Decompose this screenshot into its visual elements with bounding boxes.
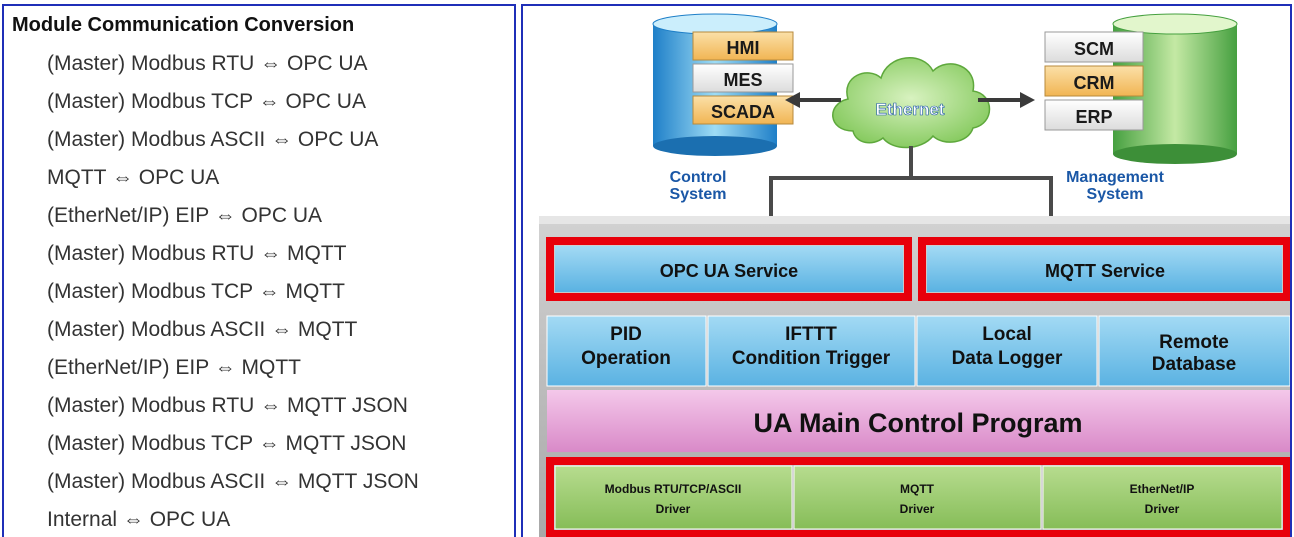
svg-text:MQTT Service: MQTT Service <box>1045 261 1165 281</box>
remote-database-block: Remote Database <box>1098 315 1290 387</box>
modbus-driver-block: Modbus RTU/TCP/ASCII Driver <box>554 465 793 530</box>
ethernet-arrow-left-icon <box>785 92 841 108</box>
conversion-item: (Master) Modbus ASCII ⇔ MQTT <box>47 318 358 341</box>
svg-text:CRM: CRM <box>1074 73 1115 93</box>
conversion-list-title: Module Communication Conversion <box>12 14 355 36</box>
conversion-item: (EtherNet/IP) EIP ⇔ OPC UA <box>47 204 323 227</box>
local-data-logger-block: Local Data Logger <box>916 315 1098 387</box>
drivers-highlight <box>546 457 1290 537</box>
svg-text:SCADA: SCADA <box>711 102 775 122</box>
conversion-item: Internal ⇔ OPC UA <box>47 508 231 531</box>
ethernet-arrow-right-icon <box>978 92 1035 108</box>
svg-text:ERP: ERP <box>1075 107 1112 127</box>
svg-text:Remote: Remote <box>1159 332 1229 353</box>
conversion-item: (Master) Modbus RTU ⇔ MQTT <box>47 242 347 265</box>
svg-text:UA Main Control Program: UA Main Control Program <box>753 408 1082 438</box>
svg-text:Driver: Driver <box>900 502 935 516</box>
network-connector-lines <box>769 146 1053 218</box>
svg-text:MQTT: MQTT <box>900 482 935 496</box>
opc-ua-service-highlight <box>546 237 912 301</box>
mqtt-service-block: MQTT Service <box>927 246 1282 292</box>
ua-main-control-program-block: UA Main Control Program <box>547 390 1290 452</box>
conversion-item: (Master) Modbus TCP ⇔ MQTT JSON <box>47 432 407 455</box>
svg-text:Database: Database <box>1152 354 1237 375</box>
management-stack-item-crm: CRM <box>1044 65 1144 97</box>
management-system-label-line1: Management <box>1066 169 1164 186</box>
control-system-label-line2: System <box>670 186 727 203</box>
conversion-item: (Master) Modbus TCP ⇔ MQTT <box>47 280 345 303</box>
svg-text:Data Logger: Data Logger <box>952 348 1063 369</box>
svg-text:SCM: SCM <box>1074 39 1114 59</box>
ifttt-condition-trigger-block: IFTTT Condition Trigger <box>707 315 916 387</box>
control-system-label-line1: Control <box>670 169 727 186</box>
svg-text:MES: MES <box>723 70 762 90</box>
ethernet-ip-driver-block: EtherNet/IP Driver <box>1042 465 1283 530</box>
architecture-diagram-panel: HMI MES SCADA Control System SCM CRM ERP… <box>521 4 1292 537</box>
opc-ua-service-block: OPC UA Service <box>555 246 903 292</box>
svg-text:OPC UA Service: OPC UA Service <box>660 261 798 281</box>
control-stack-item-hmi: HMI <box>692 31 794 61</box>
control-stack-item-scada: SCADA <box>692 95 794 125</box>
svg-text:Condition Trigger: Condition Trigger <box>732 348 891 369</box>
svg-text:IFTTT: IFTTT <box>785 324 837 345</box>
management-stack-item-erp: ERP <box>1044 99 1144 131</box>
svg-text:Modbus RTU/TCP/ASCII: Modbus RTU/TCP/ASCII <box>605 482 742 496</box>
architecture-diagram: HMI MES SCADA Control System SCM CRM ERP… <box>539 13 1290 537</box>
management-stack-item-scm: SCM <box>1044 31 1144 63</box>
pid-operation-block: PID Operation <box>546 315 707 387</box>
svg-text:Driver: Driver <box>656 502 691 516</box>
ethernet-cloud-icon: Ethernet <box>832 57 991 149</box>
conversion-item: (EtherNet/IP) EIP ⇔ MQTT <box>47 356 301 379</box>
mqtt-driver-block: MQTT Driver <box>793 465 1042 530</box>
svg-text:Operation: Operation <box>581 348 671 369</box>
management-system-label-line2: System <box>1087 186 1144 203</box>
svg-text:HMI: HMI <box>727 38 760 58</box>
svg-text:Ethernet: Ethernet <box>876 100 945 119</box>
conversion-list: (Master) Modbus RTU ⇔ OPC UA (Master) Mo… <box>47 51 419 537</box>
control-stack-item-mes: MES <box>692 63 794 93</box>
conversion-item: (Master) Modbus ASCII ⇔ MQTT JSON <box>47 470 419 493</box>
conversion-item: (Master) Modbus RTU ⇔ MQTT JSON <box>47 394 408 417</box>
svg-text:Local: Local <box>982 324 1032 345</box>
svg-text:EtherNet/IP: EtherNet/IP <box>1130 482 1195 496</box>
conversion-list-panel: Module Communication Conversion (Master)… <box>2 4 516 537</box>
svg-text:PID: PID <box>610 324 642 345</box>
conversion-item: (Master) Modbus TCP ⇔ OPC UA <box>47 90 366 113</box>
mqtt-service-highlight <box>918 237 1290 301</box>
svg-text:Driver: Driver <box>1145 502 1180 516</box>
conversion-item: (Master) Modbus ASCII ⇔ OPC UA <box>47 128 379 151</box>
conversion-item: (Master) Modbus RTU ⇔ OPC UA <box>47 52 368 75</box>
conversion-item: MQTT ⇔ OPC UA <box>47 166 220 189</box>
